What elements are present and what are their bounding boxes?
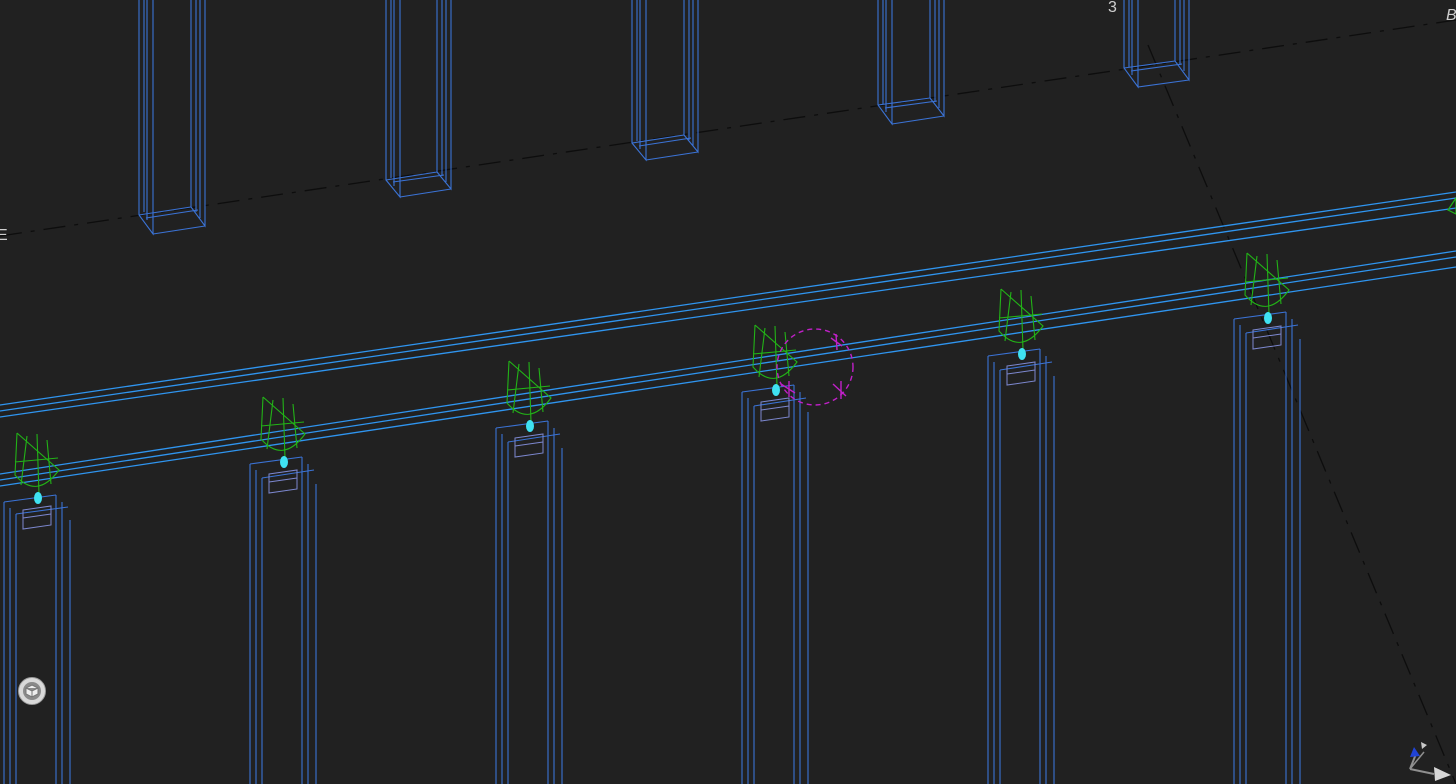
far-column[interactable] xyxy=(1123,0,1190,89)
far-column[interactable] xyxy=(631,0,699,162)
near-column[interactable] xyxy=(1233,311,1301,784)
far-column-row xyxy=(138,0,1190,236)
grid-lines xyxy=(0,19,1456,784)
z-axis-icon xyxy=(1410,747,1420,757)
far-column[interactable] xyxy=(385,0,452,199)
near-column-row xyxy=(3,311,1301,784)
light-fixture[interactable] xyxy=(14,432,60,530)
grid-line-3 xyxy=(1147,44,1456,784)
x-axis-icon xyxy=(1434,767,1451,781)
grid-line-e xyxy=(0,19,1456,237)
beam[interactable] xyxy=(0,191,1456,487)
light-fixtures xyxy=(14,196,1456,530)
y-axis xyxy=(1409,751,1425,770)
near-column[interactable] xyxy=(495,420,563,784)
grid-label-3: 3 xyxy=(1108,0,1117,16)
grid-label-e: E xyxy=(0,227,8,244)
far-column[interactable] xyxy=(138,0,206,236)
light-fixture-partial[interactable] xyxy=(1447,196,1456,215)
y-axis-icon xyxy=(1421,742,1427,749)
light-fixture[interactable] xyxy=(998,288,1044,386)
far-column[interactable] xyxy=(877,0,945,126)
light-fixture[interactable] xyxy=(1244,252,1290,350)
light-fixture[interactable] xyxy=(752,324,798,422)
light-fixture[interactable] xyxy=(260,396,306,494)
cube-icon xyxy=(25,684,39,698)
axis-triad[interactable] xyxy=(1396,734,1456,784)
x-axis xyxy=(1409,768,1435,775)
light-fixture[interactable] xyxy=(506,360,552,458)
near-column[interactable] xyxy=(3,494,71,784)
near-column[interactable] xyxy=(249,456,317,784)
viewcube-button[interactable] xyxy=(18,677,46,705)
light-hotspot-marker[interactable] xyxy=(776,328,854,406)
near-column[interactable] xyxy=(987,348,1055,784)
grid-label-b: B xyxy=(1446,7,1456,24)
near-column[interactable] xyxy=(741,384,809,784)
